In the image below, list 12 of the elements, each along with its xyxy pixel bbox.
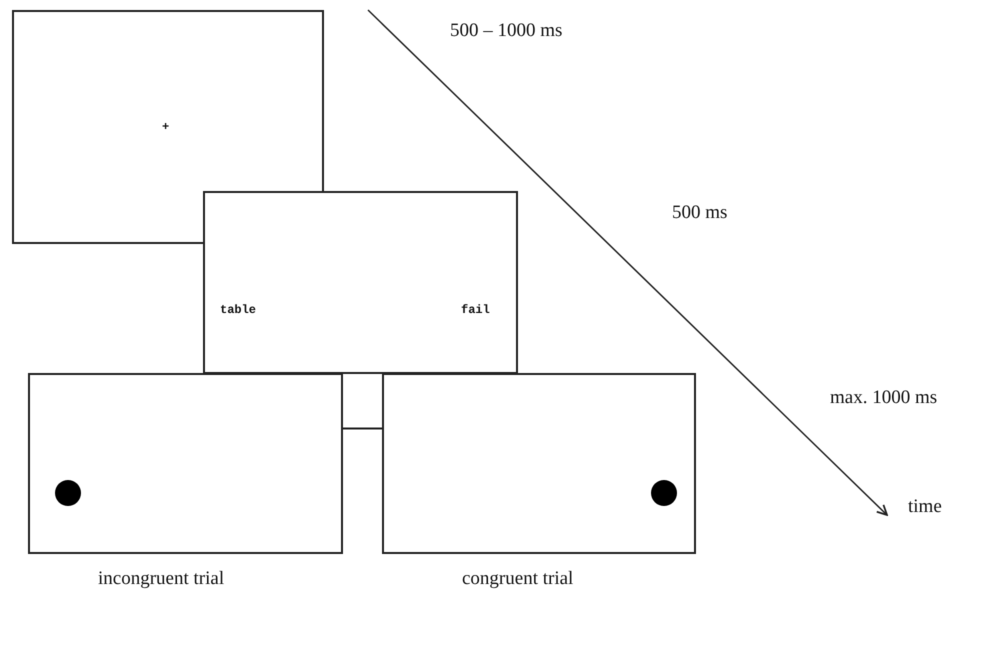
fixation-screen <box>12 10 324 244</box>
trial-caption: congruent trial <box>462 568 574 590</box>
trial-caption: incongruent trial <box>98 568 224 590</box>
duration-label: 500 ms <box>672 202 728 224</box>
connector-line <box>343 428 382 430</box>
axis-label: time <box>908 496 942 518</box>
word-prime: fail <box>461 303 490 317</box>
duration-label: max. 1000 ms <box>830 387 938 409</box>
word-prime: table <box>220 303 256 317</box>
fixation-cross: + <box>162 120 170 134</box>
word-screen <box>203 191 518 374</box>
duration-label: 500 – 1000 ms <box>450 20 562 42</box>
